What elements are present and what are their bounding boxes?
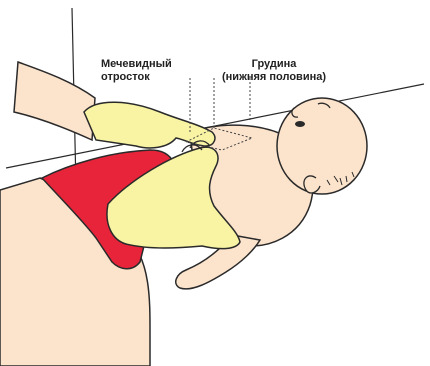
sternum-label-line2: (нижняя половина) xyxy=(222,71,326,84)
top-gloved-hand xyxy=(84,102,215,148)
xiphoid-label-line1: Мечевидный xyxy=(101,58,172,71)
xiphoid-label-line2: отросток xyxy=(101,71,172,84)
sternum-label: Грудина (нижняя половина) xyxy=(222,58,326,84)
infant-head xyxy=(277,98,367,194)
xiphoid-process-label: Мечевидный отросток xyxy=(101,58,172,84)
infant-mouth xyxy=(295,121,305,127)
rescuer-upper-arm xyxy=(14,62,95,140)
sternum-label-line1: Грудина xyxy=(222,58,326,71)
